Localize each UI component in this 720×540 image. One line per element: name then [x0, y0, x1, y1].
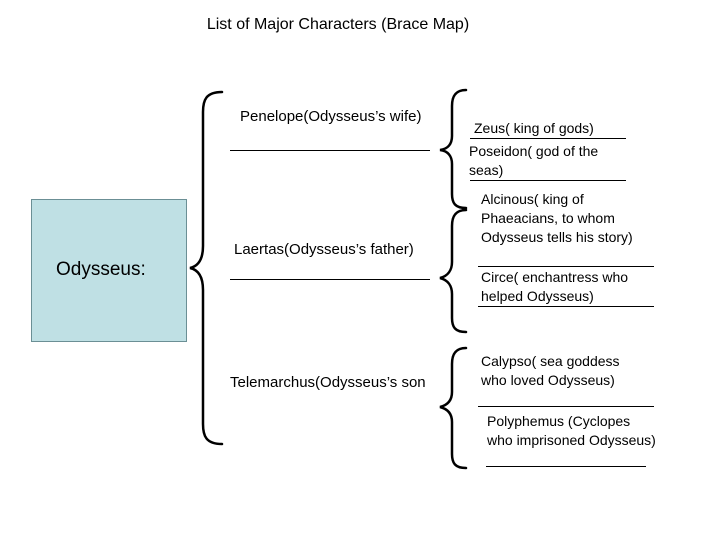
branch-penelope-underline	[230, 150, 430, 151]
branch-telemarchus-label: Telemarchus(Odysseus’s son	[230, 374, 426, 391]
brace-penelope	[439, 88, 468, 210]
leaf-alcinous: Alcinous( king of Phaeacians, to whom Od…	[481, 191, 633, 245]
leaf-circe: Circe( enchantress who helped Odysseus)	[481, 269, 629, 304]
main-brace	[189, 90, 224, 446]
brace-laertas	[439, 208, 468, 334]
leaf-zeus-underline	[470, 138, 626, 139]
branch-laertas-underline	[230, 279, 430, 280]
root-box	[31, 199, 187, 342]
brace-telemarchus	[439, 346, 468, 470]
leaf-polyphemus-underline	[486, 466, 646, 467]
leaf-poseidon-underline	[470, 180, 626, 181]
leaf-polyphemus: Polyphemus (Cyclopes who imprisoned Odys…	[487, 413, 656, 448]
root-label: Odysseus:	[56, 259, 146, 280]
leaf-calypso: Calypso( sea goddess who loved Odysseus)	[481, 353, 620, 388]
leaf-zeus: Zeus( king of gods)	[474, 120, 594, 136]
leaf-alcinous-underline	[478, 266, 654, 267]
leaf-circe-underline	[478, 306, 654, 307]
diagram-title: List of Major Characters (Brace Map)	[206, 16, 470, 33]
leaf-calypso-underline	[478, 406, 654, 407]
branch-penelope-label: Penelope(Odysseus’s wife)	[240, 108, 422, 125]
branch-laertas-label: Laertas(Odysseus’s father)	[234, 241, 414, 258]
leaf-poseidon: Poseidon( god of the seas)	[469, 143, 599, 178]
